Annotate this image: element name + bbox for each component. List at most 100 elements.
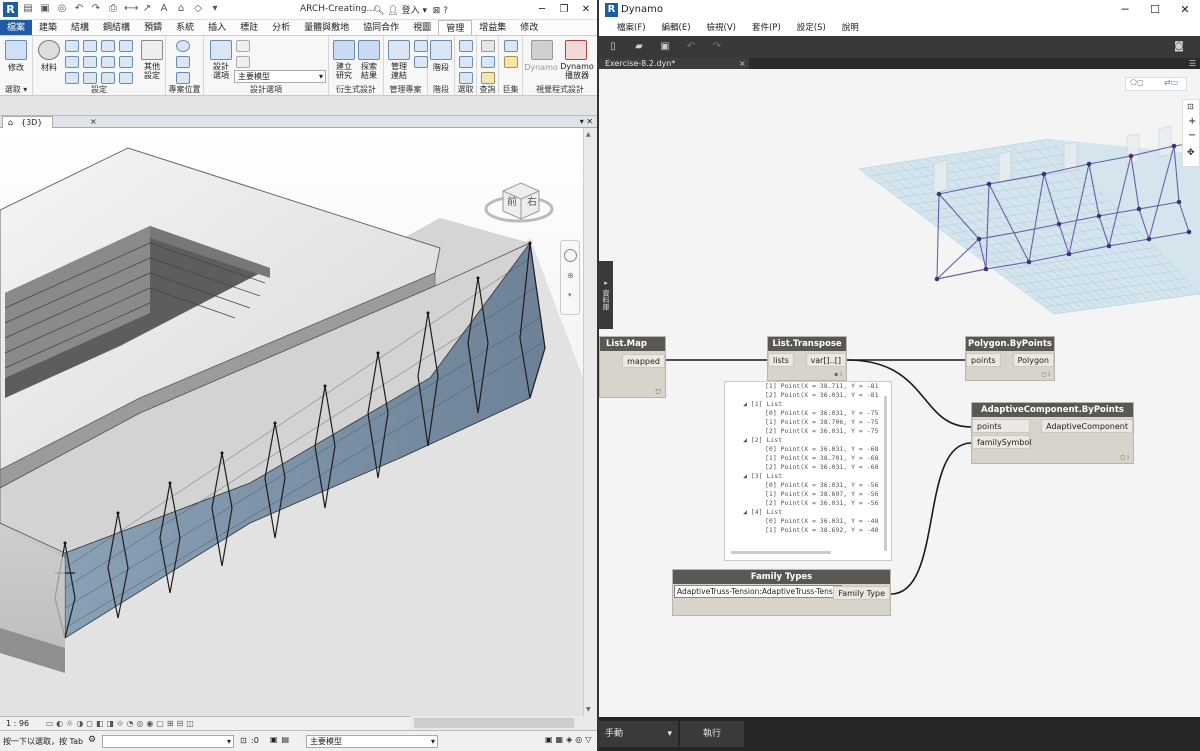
- ribbon-tab-1[interactable]: 建築: [39, 23, 58, 33]
- exchange-icon[interactable]: ⊠: [432, 6, 441, 16]
- dynamo-menu-item-1[interactable]: 編輯(E): [661, 23, 691, 33]
- editable-only-icon[interactable]: ⊡: [240, 736, 247, 745]
- port-family-symbol[interactable]: familySymbol: [972, 435, 1032, 449]
- manage-images-icon[interactable]: [414, 40, 428, 52]
- ribbon-tab-0[interactable]: 檔案: [0, 20, 33, 35]
- revit-3d-viewport[interactable]: 前 右 ⊕ ▾: [0, 128, 583, 716]
- warnings-icon[interactable]: [481, 72, 495, 84]
- port-polygon-points[interactable]: points: [966, 353, 1001, 367]
- project-info-icon[interactable]: [65, 72, 79, 84]
- pan-icon[interactable]: ✥: [1187, 148, 1195, 158]
- create-study-icon[interactable]: [333, 40, 355, 60]
- purge-icon[interactable]: [101, 56, 115, 68]
- workset-select[interactable]: ▾: [102, 735, 234, 748]
- port-polygon-out[interactable]: Polygon: [1012, 353, 1054, 367]
- redo-icon[interactable]: ↷: [712, 41, 722, 52]
- dynamo-menu-item-0[interactable]: 檔案(F): [617, 23, 646, 33]
- ribbon-tab-6[interactable]: 插入: [208, 23, 227, 33]
- wrench-icon[interactable]: [141, 40, 163, 60]
- ribbon-tab-14[interactable]: 修改: [520, 23, 539, 33]
- revit-logo[interactable]: R: [3, 2, 18, 17]
- coordinates-icon[interactable]: [176, 56, 190, 68]
- shared-params-icon[interactable]: [83, 56, 97, 68]
- restore-icon[interactable]: ❐: [559, 4, 569, 15]
- panel-schedules-icon[interactable]: [119, 72, 133, 84]
- view-cube-right[interactable]: 右: [527, 197, 537, 208]
- node-polygon-bypoints[interactable]: Polygon.ByPoints points Polygon ◻ ⁞: [965, 336, 1055, 381]
- ribbon-tab-5[interactable]: 系統: [176, 23, 195, 33]
- close-icon[interactable]: ✕: [1180, 3, 1190, 16]
- tab-menu-icon[interactable]: ☰: [1188, 59, 1196, 68]
- save-selection-icon[interactable]: [459, 40, 473, 52]
- ribbon-tab-12[interactable]: 管理: [438, 20, 473, 35]
- snaps-icon[interactable]: [65, 56, 79, 68]
- view-control-icons[interactable]: ▭◐☼◑◻◧◨⟐◔◎◉▢⊞⊟◫: [45, 719, 197, 728]
- undo-icon[interactable]: ↶: [686, 41, 696, 52]
- scroll-down-icon[interactable]: ▼: [586, 706, 591, 713]
- macro-manager-icon[interactable]: [504, 40, 518, 52]
- dynamo-canvas[interactable]: ⬠◻ ⇄▭ ⊡ + − ✥ ▸ 資料庫 List.Map mapped ◻ Li…: [599, 69, 1200, 717]
- global-params-icon[interactable]: [83, 72, 97, 84]
- dynamo-menu-item-5[interactable]: 說明: [841, 23, 859, 33]
- dynamo-icon[interactable]: [531, 40, 553, 60]
- ribbon-tab-2[interactable]: 結構: [71, 23, 90, 33]
- materials-icon[interactable]: [38, 40, 60, 60]
- port-mapped[interactable]: mapped: [622, 354, 665, 368]
- load-selection-icon[interactable]: [459, 56, 473, 68]
- ribbon-tab-9[interactable]: 量體與敷地: [304, 23, 350, 33]
- main-model-select[interactable]: 主要模型▾: [234, 70, 326, 83]
- workset-icon[interactable]: ⚙: [88, 735, 97, 745]
- minimize-icon[interactable]: ─: [538, 4, 546, 15]
- open-folder-icon[interactable]: ▰: [635, 41, 643, 52]
- dynamo-player-icon[interactable]: [565, 40, 587, 60]
- node-preview-icon[interactable]: ◻ ⁞: [1041, 371, 1050, 378]
- run-mode-select[interactable]: 手動▾: [599, 721, 678, 747]
- project-units-icon[interactable]: [101, 72, 115, 84]
- location-icon[interactable]: [176, 40, 190, 52]
- phases-icon[interactable]: [430, 40, 452, 60]
- macro-security-icon[interactable]: [504, 56, 518, 68]
- open-icon[interactable]: ▤: [23, 3, 33, 14]
- scroll-up-icon[interactable]: ▲: [586, 131, 591, 138]
- tab-close-icon[interactable]: ×: [739, 59, 746, 68]
- zoom-out-icon[interactable]: −: [1188, 130, 1197, 141]
- node-list-map[interactable]: List.Map mapped ◻: [599, 336, 666, 398]
- transpose-preview-bubble[interactable]: [1] Point(X = 38.711, Y = -81[2] Point(X…: [724, 381, 892, 561]
- view-scale[interactable]: 1 : 96: [6, 719, 30, 728]
- preview-vertical-scrollbar[interactable]: [884, 396, 887, 551]
- library-panel-toggle[interactable]: ▸ 資料庫: [599, 261, 613, 329]
- close-icon[interactable]: ✕: [581, 4, 591, 15]
- viewport-horizontal-scrollbar[interactable]: [410, 716, 597, 730]
- scroll-thumb[interactable]: [414, 718, 574, 728]
- node-preview-icon[interactable]: ◻ ⁞: [1120, 454, 1129, 461]
- workspace-tab[interactable]: Exercise-8.2.dyn* ×: [599, 58, 749, 69]
- 3d-view-icon[interactable]: ⌂: [177, 3, 185, 14]
- node-preview-icon[interactable]: ▪ ⁞: [834, 371, 842, 378]
- dropdown-icon[interactable]: ▾: [212, 3, 218, 14]
- pick-to-edit-icon[interactable]: [236, 56, 250, 68]
- edit-selection-icon[interactable]: [459, 72, 473, 84]
- status-design-option-select[interactable]: 主要模型▾: [306, 735, 438, 748]
- preview-horizontal-scrollbar[interactable]: [731, 551, 831, 554]
- port-lists[interactable]: lists: [768, 353, 794, 367]
- dynamo-menu-item-3[interactable]: 套件(P): [752, 23, 781, 33]
- ribbon-tab-4[interactable]: 預鑄: [144, 23, 163, 33]
- sign-in-link[interactable]: 🔍︎ 👤︎ 登入 ▾ ⊠ ?: [373, 6, 448, 16]
- section-icon[interactable]: ◇: [194, 3, 202, 14]
- explore-results-icon[interactable]: [358, 40, 380, 60]
- help-icon[interactable]: ?: [443, 6, 448, 16]
- ribbon-tab-10[interactable]: 協同合作: [363, 23, 400, 33]
- redo-icon[interactable]: ↷: [91, 3, 101, 14]
- port-var[interactable]: var[]..[]: [805, 353, 846, 367]
- object-styles-icon[interactable]: [65, 40, 79, 52]
- node-family-types[interactable]: Family Types AdaptiveTruss-Tension:Adapt…: [672, 569, 891, 616]
- view-tab-3d[interactable]: ⌂ {3D}: [2, 116, 54, 128]
- new-file-icon[interactable]: ▯: [610, 41, 616, 52]
- select-by-id-icon[interactable]: [481, 56, 495, 68]
- dynamo-menu-item-4[interactable]: 設定(S): [796, 23, 826, 33]
- minimize-icon[interactable]: ─: [1121, 3, 1129, 16]
- project-params-icon[interactable]: [83, 40, 97, 52]
- chevron-down-icon[interactable]: ▾: [568, 291, 572, 299]
- ribbon-tab-13[interactable]: 增益集: [479, 23, 507, 33]
- manage-links-icon[interactable]: [388, 40, 410, 60]
